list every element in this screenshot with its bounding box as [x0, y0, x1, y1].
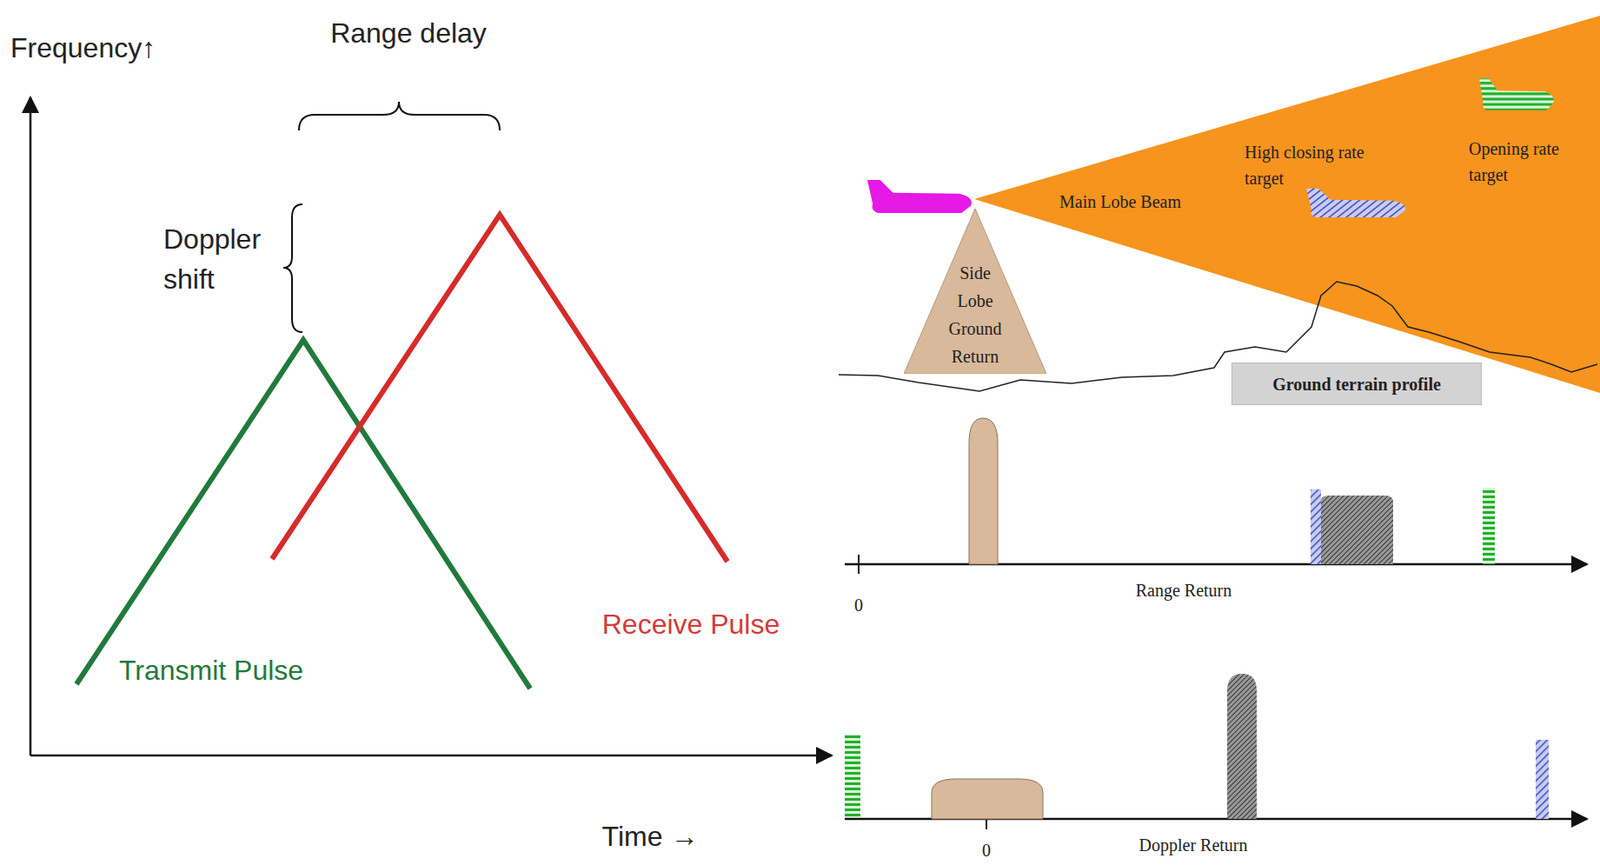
- brace-label: Doppler shift: [163, 219, 275, 300]
- radar-aircraft: [867, 179, 972, 213]
- side-lobe-beam: Side Lobe Ground Return: [903, 208, 1047, 374]
- axis-number: 0: [854, 594, 864, 616]
- pulse-label: Transmit Pulse: [119, 653, 304, 687]
- target-label: Opening rate target: [1468, 135, 1565, 188]
- axis-label: Frequency↑: [10, 31, 156, 65]
- node-text: Main Lobe Beam: [1059, 191, 1182, 213]
- terrain-line: [838, 281, 1598, 392]
- axis-label: Doppler Return: [1139, 834, 1249, 856]
- axis-tick: [857, 554, 860, 574]
- main-lobe-beam: Main Lobe Beam: [974, 15, 1600, 393]
- terrain-range-return: [1321, 495, 1394, 565]
- node-text: Side Lobe Ground Return: [943, 258, 1007, 371]
- ground-return-doppler: [931, 778, 1043, 819]
- doppler-shift-brace: [283, 204, 303, 332]
- axis-label: Range Return: [1135, 579, 1233, 601]
- closing-target-range: [1310, 489, 1322, 565]
- receive-pulse: [272, 214, 728, 562]
- opening-target-range: [1482, 487, 1495, 565]
- node-text: Ground terrain profile: [1272, 373, 1441, 395]
- ground-return-spike: [969, 418, 998, 565]
- opening-target-aircraft: [1479, 78, 1554, 111]
- axis-number: 0: [982, 839, 991, 861]
- range-delay-brace: [298, 101, 500, 131]
- terrain-doppler-return: [1227, 673, 1257, 819]
- range-axis: [844, 563, 1587, 566]
- frequency-axis: [29, 97, 33, 756]
- brace-label: Range delay: [330, 16, 487, 50]
- target-label: High closing rate target: [1244, 139, 1375, 192]
- axis-label: Time →: [602, 819, 699, 853]
- closing-target-aircraft: [1306, 188, 1406, 218]
- terrain-label-box: Ground terrain profile: [1231, 362, 1482, 405]
- time-axis: [30, 754, 832, 757]
- closing-target-doppler: [1535, 739, 1549, 819]
- pulse-label: Receive Pulse: [602, 607, 781, 641]
- opening-target-doppler: [844, 734, 861, 817]
